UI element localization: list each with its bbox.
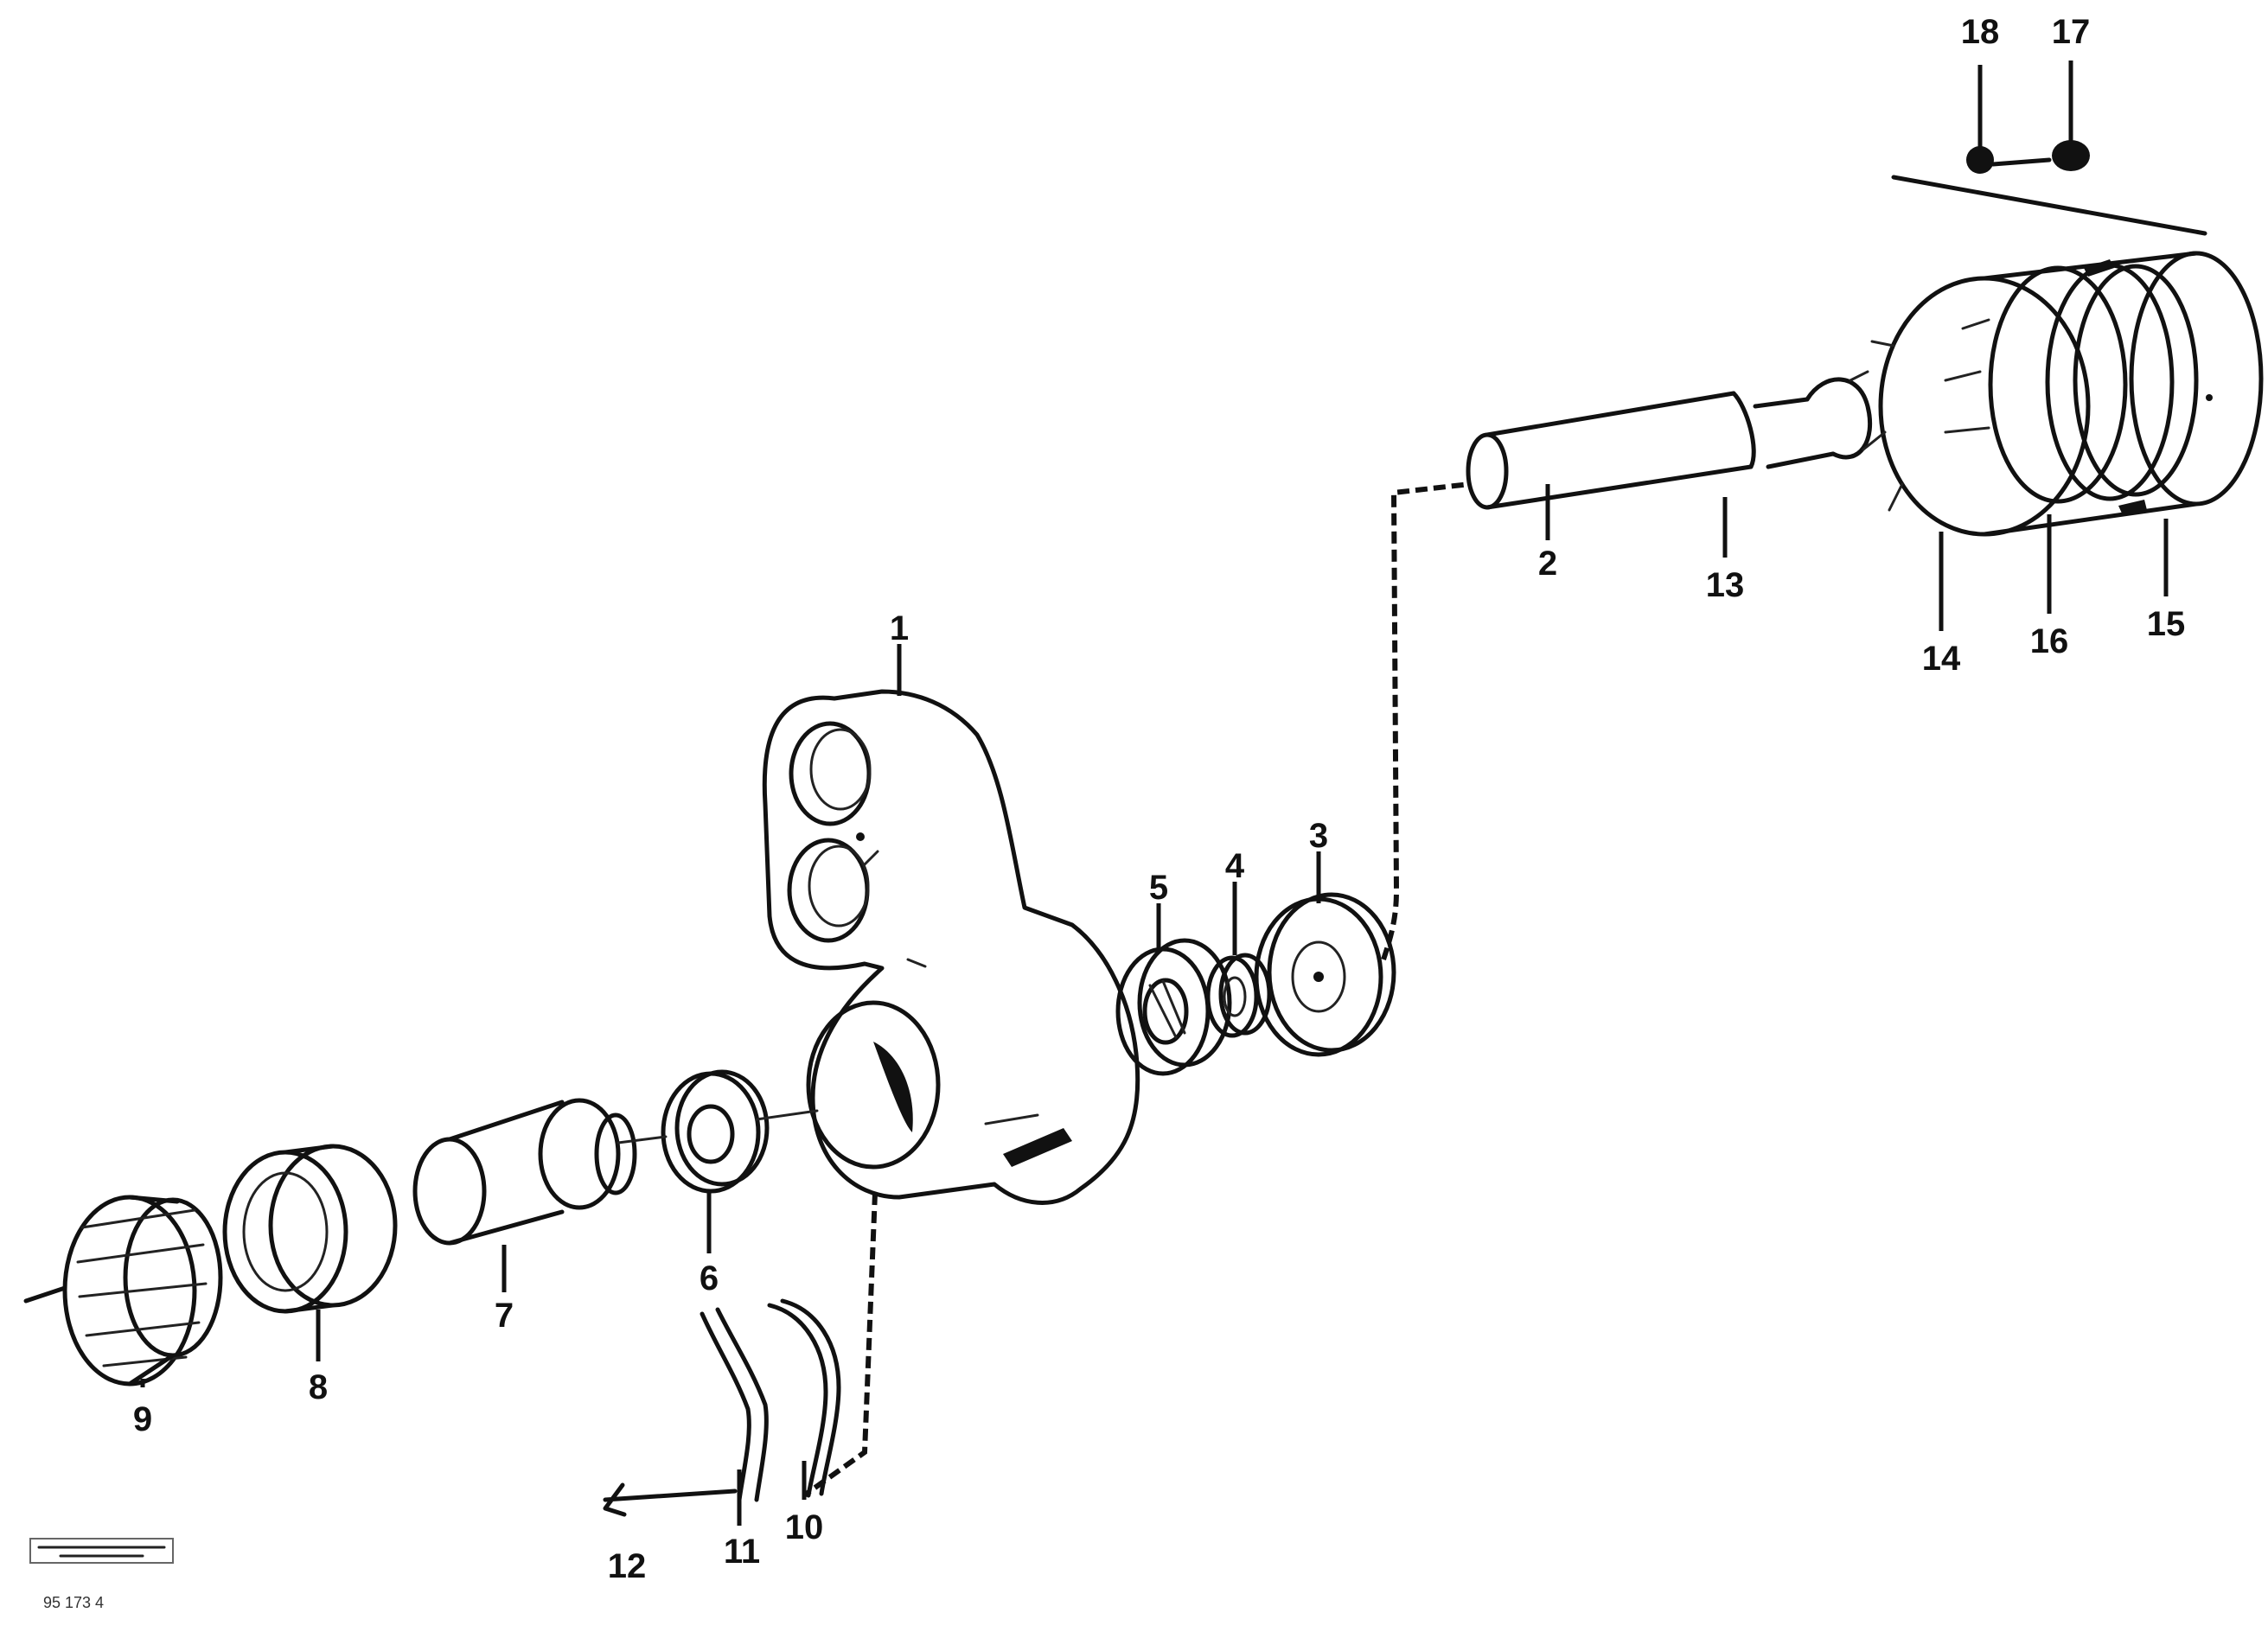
callout-2: 2 [1538,545,1557,583]
callout-6: 6 [700,1259,719,1297]
callout-4: 4 [1225,847,1245,885]
callout-1: 1 [890,609,909,647]
leader-lines [140,61,2169,1526]
callout-9: 9 [133,1400,152,1438]
callout-5: 5 [1149,869,1168,907]
part-3-gear [1254,892,1396,1057]
callout-14: 14 [1922,640,1961,678]
part-14-15-16-hub [1849,175,2264,537]
callout-16: 16 [2030,622,2069,660]
callout-3: 3 [1309,817,1328,855]
caption-block: 95 173 4 [29,1538,174,1611]
callout-labels: 1 2 3 4 5 6 7 8 9 10 11 12 13 14 15 16 1… [133,13,2185,1585]
callout-11: 11 [724,1533,760,1571]
part-9-roller-cage [23,1195,223,1387]
part-6-seal-ring [661,1069,770,1194]
part-8-outer-ring [222,1144,398,1314]
part-2-13-shaft [1466,377,1873,510]
drawing-code: 95 173 4 [43,1594,104,1611]
callout-7: 7 [495,1297,514,1335]
part-7-sleeve [412,1098,637,1246]
callout-18: 18 [1961,13,2000,51]
callout-13: 13 [1706,566,1745,604]
part-1-housing [762,689,1140,1205]
callout-15: 15 [2147,605,2186,643]
callout-12: 12 [608,1547,647,1585]
callout-8: 8 [309,1368,328,1406]
assembly-axes [617,481,1471,1498]
part-17-18-hardware [1966,140,2090,174]
part-10-11-12-clips [603,1298,841,1517]
callout-10: 10 [785,1508,824,1546]
callout-17: 17 [2052,13,2091,51]
